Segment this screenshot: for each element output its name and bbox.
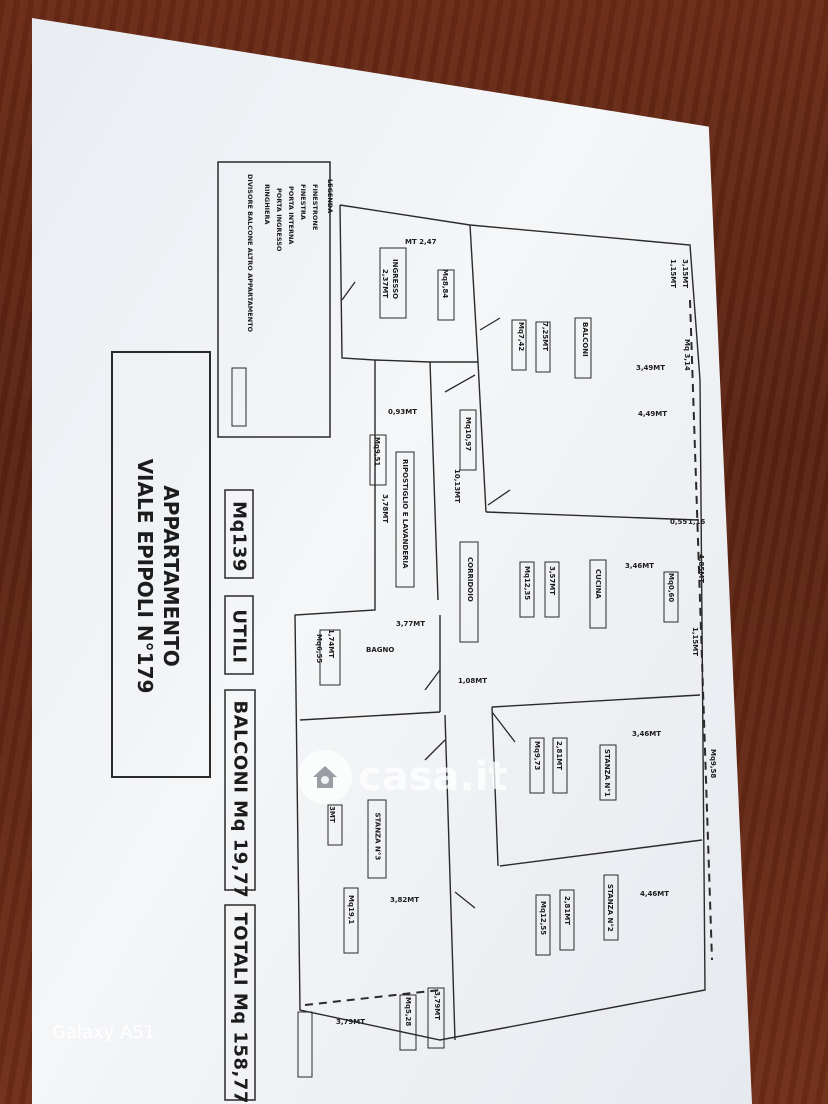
legend-item: RINGHIERA — [263, 184, 271, 225]
dimension-label: Mq9,73 — [533, 741, 541, 771]
dimension-label: Mq9,58 — [709, 749, 717, 779]
room-stanza2-label: STANZA N°2 — [606, 884, 614, 932]
dimension-label: MT 2,47 — [405, 238, 437, 246]
dimension-label: 1,15MT — [691, 627, 699, 657]
summary-useful: UTILI — [228, 609, 250, 664]
dimension-label: 3,15MT — [681, 259, 689, 289]
watermark-text: casa.it — [358, 754, 508, 800]
dimension-label: 3,46MT — [632, 730, 662, 738]
dimension-label: Mq7,42 — [517, 322, 525, 352]
room-balconi-label: BALCONI — [581, 322, 589, 357]
room-ingresso-label: INGRESSO — [391, 259, 399, 300]
dimension-label: 3,78MT — [381, 494, 389, 524]
dimension-label: 3,79MT — [433, 991, 441, 1021]
dimension-label: 0,55 — [670, 518, 688, 526]
legend-item: DIVISORE BALCONE ALTRO APPARTAMENTO — [246, 174, 254, 333]
dimension-label: 3MT — [328, 806, 336, 823]
room-cucina-label: CUCINA — [594, 569, 602, 599]
room-corridoio-label: CORRIDOIO — [466, 557, 474, 602]
dimension-label: Mq10,97 — [464, 417, 472, 452]
dimension-label: 2,81MT — [555, 741, 563, 771]
legend-heading: LEGENDA — [326, 179, 334, 214]
dimension-label: Mq12,35 — [523, 566, 531, 601]
summary-total: TOTALI Mq 158,77 — [229, 912, 251, 1104]
room-bagno-label: BAGNO — [366, 646, 395, 654]
dimension-label: Mq5,28 — [404, 997, 412, 1027]
dimension-label: 0,93MT — [388, 408, 418, 416]
legend-item: PORTA INGRESSO — [275, 188, 283, 252]
dimension-label: 3,82MT — [390, 896, 420, 904]
dimension-label: 1,08MT — [458, 677, 488, 685]
legend-item: FINESTRA — [299, 184, 307, 220]
dimension-label: 3,77MT — [396, 620, 426, 628]
floor-plan-sheet — [32, 18, 752, 1104]
document-title: APPARTAMENTO VIALE EPIPOLI N°179 — [132, 366, 184, 786]
dimension-label: Mq12,55 — [539, 901, 547, 936]
summary-area: Mq139 — [228, 501, 250, 572]
dimension-label: Mq6,55 — [315, 634, 323, 664]
dimension-label: Mq 3,14 — [683, 339, 691, 371]
dimension-label: 10,13MT — [453, 469, 461, 503]
dimension-label: 1,16 — [688, 518, 706, 526]
room-stanza1-label: STANZA N°1 — [603, 749, 611, 797]
title-line-1: APPARTAMENTO — [159, 485, 183, 667]
house-icon — [298, 750, 352, 804]
dimension-label: 1,15MT — [669, 259, 677, 289]
dimension-label: 3,49MT — [636, 364, 666, 372]
dimension-label: 4,85MT — [697, 554, 705, 584]
dimension-label: 2,81MT — [563, 896, 571, 926]
dimension-label: 3,46MT — [625, 562, 655, 570]
room-ripostiglio-label: RIPOSTIGLIO E LAVANDERIA — [401, 459, 409, 569]
dimension-label: 4,49MT — [638, 410, 668, 418]
room-stanza3-label: STANZA N°3 — [373, 812, 382, 861]
dimension-label: Mq8,84 — [441, 269, 449, 299]
dimension-label: Mq19,1 — [347, 895, 355, 925]
summary-balconies: BALCONI Mq 19,77 — [229, 700, 251, 899]
legend-item: PORTA INTERNA — [287, 186, 295, 245]
dimension-label: Mq0,60 — [667, 573, 675, 603]
dimension-label: 7,25MT — [541, 322, 549, 352]
dimension-label: 3,57MT — [548, 566, 556, 596]
casa-it-watermark: casa.it — [298, 750, 508, 804]
dimension-label: 1,74MT — [327, 629, 335, 659]
dimension-label: 4,46MT — [640, 890, 670, 898]
dimension-label: 3,79MT — [336, 1018, 366, 1026]
legend-item: FINESTRONE — [311, 184, 319, 231]
camera-device-label: Galaxy A51 — [52, 1022, 156, 1043]
dimension-label: Mq9,51 — [373, 437, 381, 467]
dimension-label: 2,37MT — [381, 269, 389, 299]
title-line-2: VIALE EPIPOLI N°179 — [133, 458, 157, 694]
